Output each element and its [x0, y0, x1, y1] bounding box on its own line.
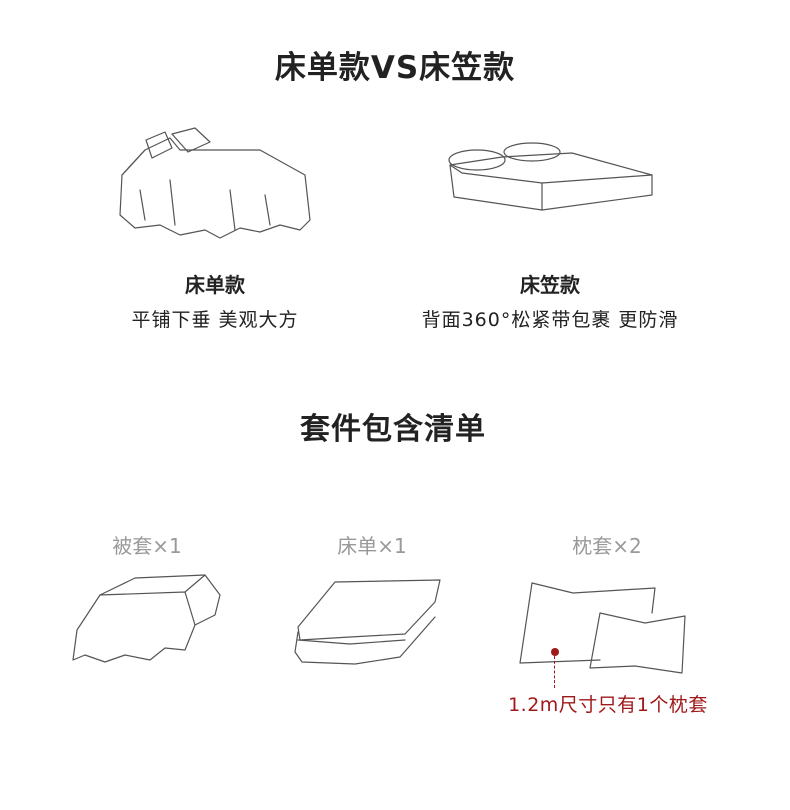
- fitted-sheet-description: 背面360°松紧带包裹 更防滑: [421, 309, 679, 331]
- note-marker-dot: [551, 648, 559, 656]
- fitted-sheet-bed-illustration: [448, 142, 653, 211]
- flat-sheet-label: 床单款: [185, 273, 245, 297]
- comparison-title: 床单款VS床笠款: [274, 50, 516, 86]
- pillowcases-illustration: [519, 582, 686, 674]
- item-bed-sheet-label: 床单×1: [337, 534, 407, 558]
- flat-sheet-bed-illustration: [119, 127, 311, 239]
- item-pillowcase-label: 枕套×2: [572, 534, 642, 558]
- bed-sheet-illustration: [294, 579, 441, 665]
- note-leader-line: [554, 656, 555, 688]
- fitted-sheet-label: 床笠款: [520, 273, 580, 297]
- pillowcase-size-note: 1.2m尺寸只有1个枕套: [508, 694, 708, 716]
- item-duvet-cover-label: 被套×1: [112, 534, 182, 558]
- package-title: 套件包含清单: [300, 412, 486, 447]
- flat-sheet-description: 平铺下垂 美观大方: [131, 309, 299, 331]
- duvet-cover-illustration: [72, 574, 221, 663]
